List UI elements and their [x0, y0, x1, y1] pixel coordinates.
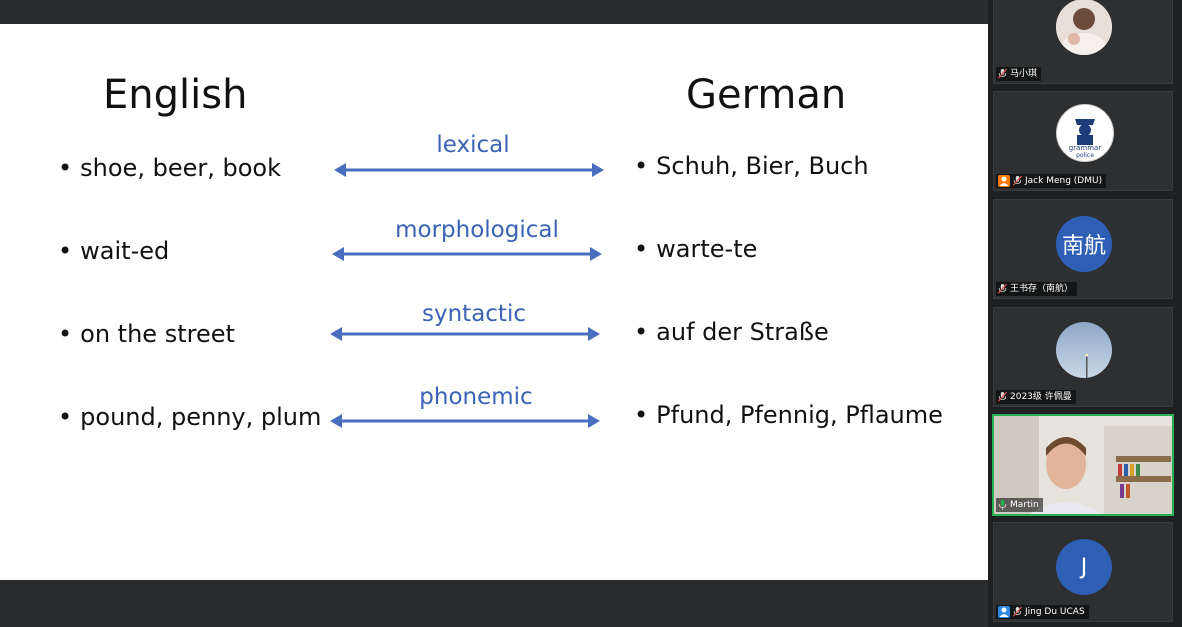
mic-muted-icon	[998, 69, 1007, 79]
double-arrow-icon	[332, 247, 602, 261]
german-item: •warte-te	[634, 235, 758, 263]
double-arrow-icon	[330, 327, 600, 341]
mic-active-icon	[998, 500, 1007, 510]
double-arrow-icon	[334, 163, 604, 177]
participant-name-tag: Martin	[996, 498, 1043, 512]
participant-tile-active-speaker[interactable]: Martin	[992, 414, 1174, 516]
avatar: J	[1056, 539, 1112, 595]
relation-label: phonemic	[419, 384, 533, 410]
grammar-police-logo-icon: grammar police	[1058, 106, 1112, 160]
participant-tile[interactable]: 马小琪	[993, 0, 1173, 84]
participant-name-tag: 王书存（南航）	[996, 282, 1078, 296]
presentation-slide: English German •shoe, beer, book lexical…	[0, 24, 988, 580]
relation-label: syntactic	[422, 301, 526, 327]
participant-name-tag: 马小琪	[996, 67, 1042, 81]
mic-muted-icon	[1013, 176, 1022, 186]
double-arrow-icon	[330, 414, 600, 428]
participant-name-tag: Jack Meng (DMU)	[996, 174, 1107, 188]
german-item: •auf der Straße	[634, 318, 829, 346]
mic-muted-icon	[998, 392, 1007, 402]
video-feed	[994, 416, 1172, 514]
shared-screen-area: English German •shoe, beer, book lexical…	[0, 24, 988, 580]
profile-photo-icon	[1056, 322, 1112, 378]
host-icon	[998, 606, 1010, 618]
participant-name-tag: Jing Du UCAS	[996, 605, 1089, 619]
svg-text:police: police	[1076, 152, 1094, 159]
participant-gallery[interactable]: 马小琪 grammar police Jack Meng (DMU) 南航	[988, 0, 1182, 627]
heading-german: German	[686, 72, 847, 118]
english-item: •wait-ed	[58, 237, 170, 265]
english-item: •shoe, beer, book	[58, 154, 281, 182]
english-item: •pound, penny, plum	[58, 403, 322, 431]
avatar: grammar police	[1056, 104, 1114, 162]
mic-muted-icon	[1013, 607, 1022, 617]
host-icon	[998, 175, 1010, 187]
participant-tile[interactable]: 2023级 许佩曼	[993, 307, 1173, 407]
mic-muted-icon	[998, 284, 1007, 294]
svg-text:grammar: grammar	[1069, 144, 1102, 152]
participant-tile[interactable]: grammar police Jack Meng (DMU)	[993, 91, 1173, 191]
profile-photo-icon	[1056, 0, 1112, 55]
avatar	[1056, 0, 1112, 55]
german-item: •Pfund, Pfennig, Pflaume	[634, 401, 943, 429]
participant-tile[interactable]: J Jing Du UCAS	[993, 522, 1173, 622]
heading-english: English	[103, 72, 248, 118]
english-item: •on the street	[58, 320, 235, 348]
participant-tile[interactable]: 南航 王书存（南航）	[993, 199, 1173, 299]
avatar	[1056, 322, 1112, 378]
relation-label: morphological	[395, 217, 559, 243]
participant-name-tag: 2023级 许佩曼	[996, 390, 1076, 404]
relation-label: lexical	[436, 132, 510, 158]
german-item: •Schuh, Bier, Buch	[634, 152, 869, 180]
avatar: 南航	[1056, 216, 1112, 272]
